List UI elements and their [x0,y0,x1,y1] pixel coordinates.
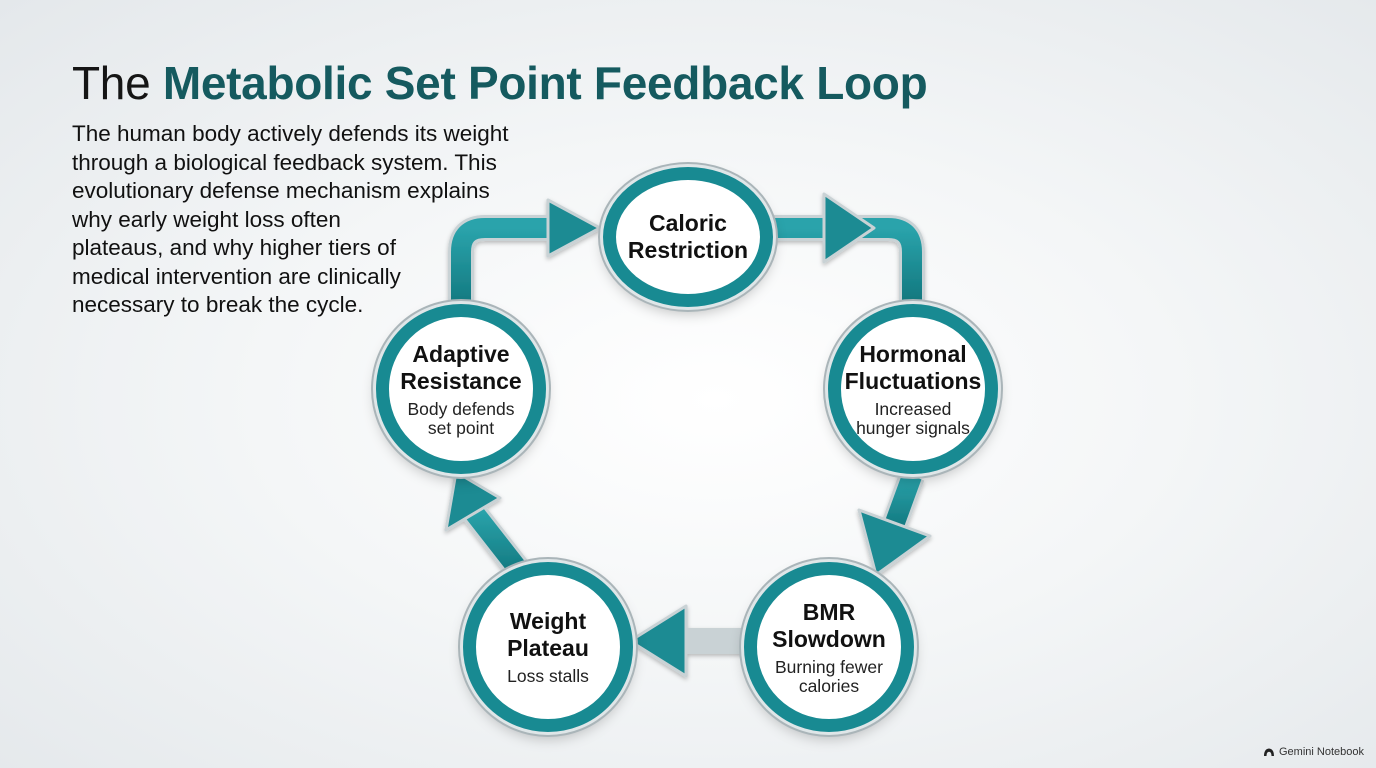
cycle-node-weight-plateau: Weight Plateau Loss stalls [463,562,633,732]
arrow-bmr-to-plateau [628,604,744,678]
cycle-node-caloric-restriction: Caloric Restriction [603,167,773,307]
notebook-logo-icon [1264,748,1274,756]
node-subtitle: Body defends set point [407,398,515,438]
cycle-node-hormonal-fluctuations: Hormonal Fluctuations Increased hunger s… [828,304,998,474]
description-line: evolutionary defense mechanism explains [72,178,490,203]
title-accent: Metabolic Set Point Feedback Loop [162,57,928,109]
description-line: necessary to break the cycle. [72,292,364,317]
description: The human body actively defends its weig… [72,120,572,320]
brand-watermark: Gemini Notebook [1263,746,1364,758]
arrow-hormonal-to-bmr [857,471,932,577]
description-line: The human body actively defends its weig… [72,121,509,146]
arrow-plateau-to-resistance [444,470,533,583]
node-subtitle: Increased hunger signals [856,398,970,438]
node-title: Adaptive Resistance [400,340,522,394]
description-line: plateaus, and why higher tiers of [72,235,396,260]
node-subtitle: Burning fewer calories [775,656,883,696]
node-subtitle: Loss stalls [507,666,589,686]
node-title: BMR Slowdown [772,598,886,652]
cycle-node-bmr-slowdown: BMR Slowdown Burning fewer calories [744,562,914,732]
cycle-node-adaptive-resistance: Adaptive Resistance Body defends set poi… [376,304,546,474]
description-line: through a biological feedback system. Th… [72,149,497,175]
arrow-resistance-to-restriction [448,198,602,305]
arrow-restriction-to-hormonal [770,192,925,300]
description-line: medical intervention are clinically [72,263,401,289]
page-title: The Metabolic Set Point Feedback Loop [72,52,928,114]
description-line: why early weight loss often [72,206,341,232]
title-plain: The [72,57,151,109]
node-title: Hormonal Fluctuations [844,340,982,394]
node-title: Caloric Restriction [627,210,749,263]
brand-label: Gemini Notebook [1279,746,1364,758]
node-title: Weight Plateau [507,608,589,661]
